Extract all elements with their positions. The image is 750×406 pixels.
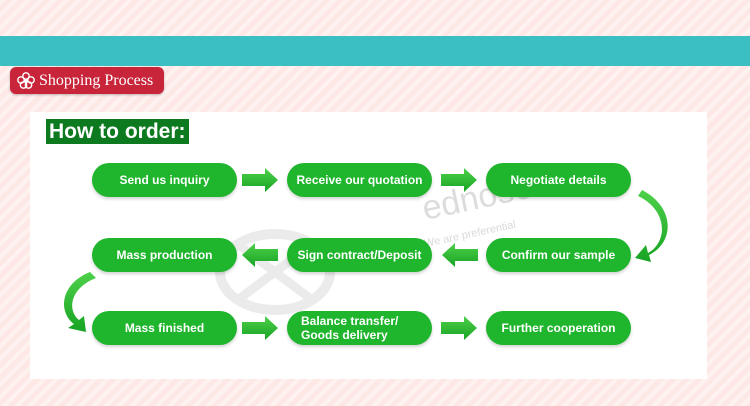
step-send-inquiry: Send us inquiry xyxy=(92,163,237,197)
step-confirm-sample: Confirm our sample xyxy=(486,238,631,272)
order-process-panel: ednose.com We are preferential How to or… xyxy=(30,112,707,379)
shopping-process-badge: Shopping Process xyxy=(10,67,164,94)
header-bar xyxy=(0,36,750,66)
step-mass-production: Mass production xyxy=(92,238,237,272)
step-further-cooperation: Further cooperation xyxy=(486,311,631,345)
step-receive-quotation: Receive our quotation xyxy=(287,163,432,197)
badge-label: Shopping Process xyxy=(39,71,154,89)
step-mass-finished: Mass finished xyxy=(92,311,237,345)
step-negotiate-details: Negotiate details xyxy=(486,163,631,197)
flower-icon xyxy=(16,71,36,91)
step-balance-transfer: Balance transfer/ Goods delivery xyxy=(287,311,432,345)
how-to-order-title: How to order: xyxy=(46,119,189,144)
step-sign-contract: Sign contract/Deposit xyxy=(287,238,432,272)
